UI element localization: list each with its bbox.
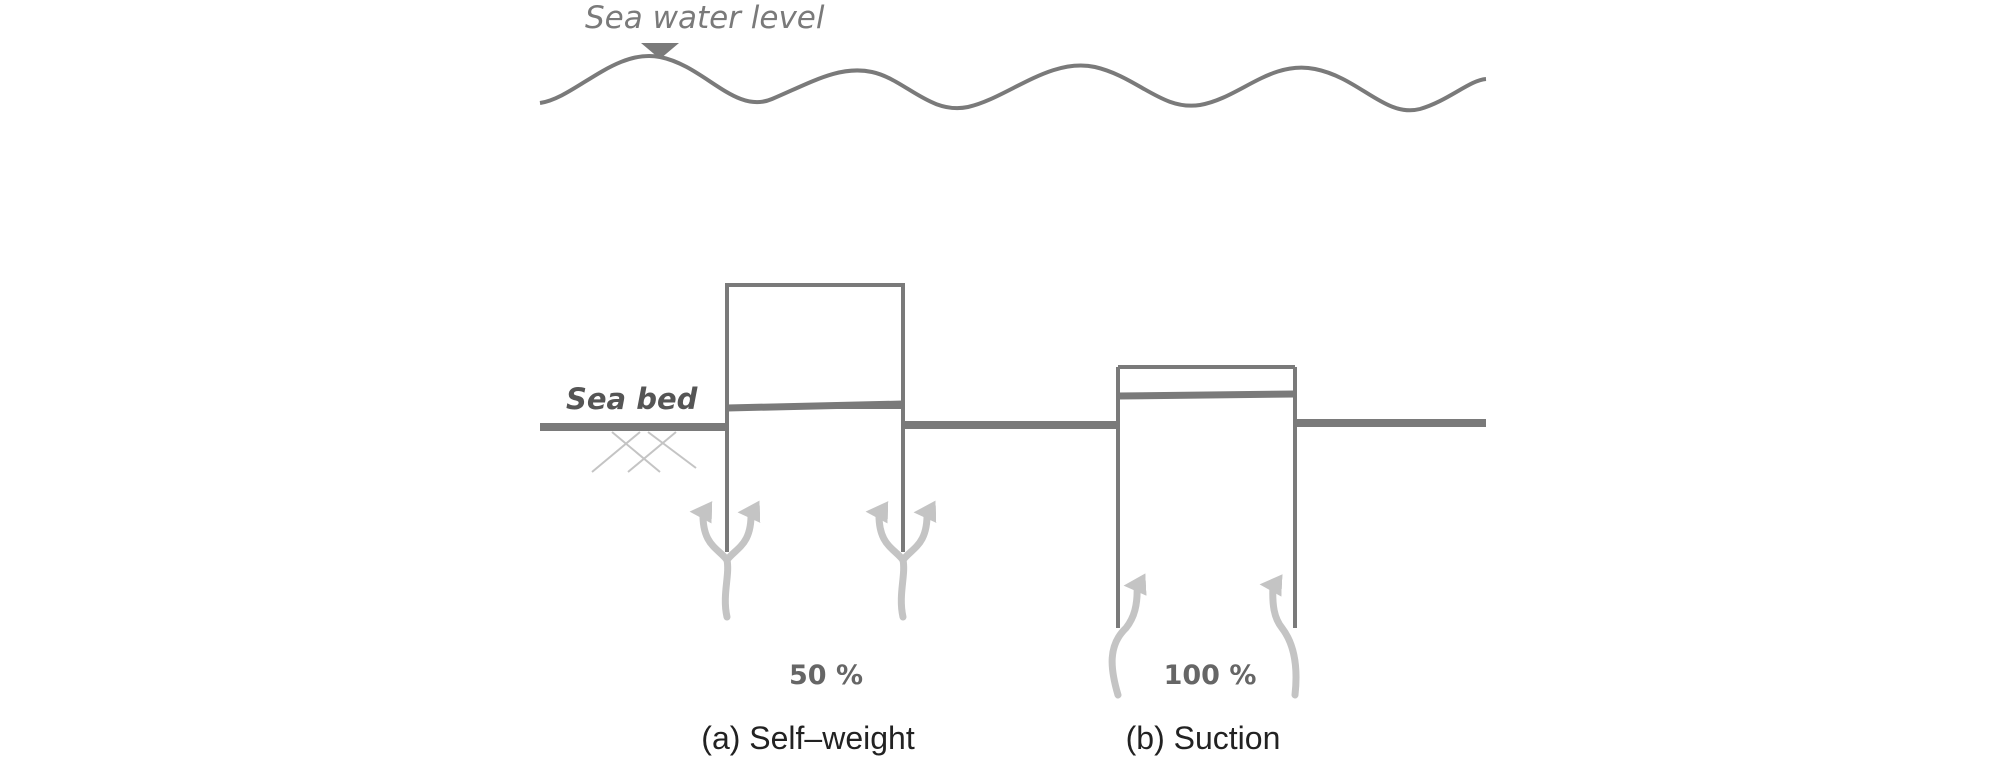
bucket-self-weight: 50 % (a) Self–weight — [689, 283, 937, 756]
sea-bed: Sea bed — [540, 382, 1486, 473]
caption-b: (b) Suction — [1126, 720, 1281, 756]
sea-water-level-label: Sea water level — [585, 0, 825, 36]
percent-label-a: 50 % — [789, 660, 863, 691]
bucket-a-lid — [725, 283, 905, 409]
water-level-marker-icon — [641, 43, 679, 59]
flow-arrow-b-left — [1108, 573, 1147, 699]
sea-bed-label: Sea bed — [566, 382, 698, 416]
percent-label-b: 100 % — [1164, 660, 1257, 691]
caption-a: (a) Self–weight — [701, 720, 915, 756]
sea-surface: Sea water level — [539, 0, 1487, 113]
flow-arrows-a-left — [689, 500, 761, 621]
flow-arrow-b-right — [1259, 574, 1300, 699]
sea-surface-wave — [539, 53, 1487, 113]
bucket-a-penetration-line — [726, 400, 904, 412]
soil-hatching — [591, 431, 697, 473]
flow-arrows-a-right — [865, 500, 937, 621]
bucket-suction: 100 % (b) Suction — [1108, 365, 1300, 756]
bucket-b-penetration-line — [1117, 390, 1296, 400]
